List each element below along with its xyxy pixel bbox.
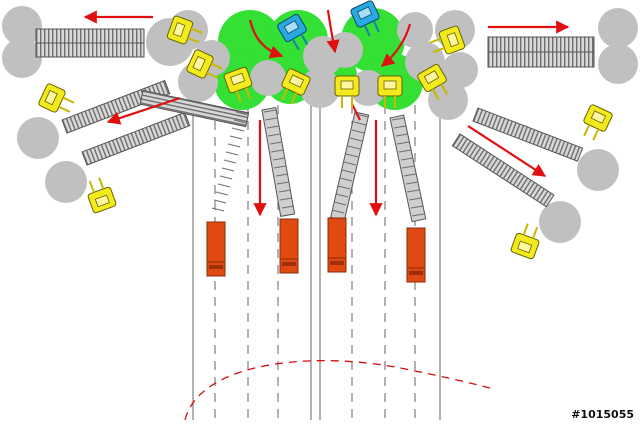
turning-path [184,359,491,421]
conveyor [389,114,427,223]
stockpile [598,8,638,48]
conveyor [139,89,250,128]
stockpiles [2,6,638,243]
loader-yellow [334,75,360,108]
stockpile [442,52,478,88]
conveyor [261,106,296,217]
flow-arrow [467,125,547,177]
loader-yellow [166,15,203,45]
truck [406,227,426,283]
loader-blue [277,13,309,51]
conveyor [472,107,584,162]
stockpile [17,117,59,159]
truck [206,221,226,277]
loader-yellow [429,25,466,55]
flow-arrow [248,19,284,59]
flow-arrow [106,96,181,125]
stockpile [2,6,42,46]
stockpile [45,161,87,203]
loader-yellow [87,177,117,214]
flow-arrow [351,103,361,121]
loader-blue [350,0,380,37]
loaders [38,0,613,260]
conveyor [81,111,191,166]
loader-yellow [417,63,449,101]
conveyor [330,111,370,221]
stockpile [539,201,581,243]
loader-yellow [223,66,253,103]
truck [327,217,347,273]
loader-yellow [38,83,75,113]
stockpile [250,60,286,96]
conveyor [451,133,555,208]
stockpile [2,38,42,78]
loader-yellow [510,223,540,260]
conveyor-rungs [211,109,425,217]
loader-yellow [377,75,403,108]
stockpile [428,80,468,120]
trucks [206,217,426,283]
conveyors [35,28,595,223]
stockpile [577,149,619,191]
flow-arrows [83,9,570,217]
stockpile [598,44,638,84]
loader-yellow [186,49,223,79]
loader-yellow [281,68,311,105]
loader-yellow [583,104,613,141]
stockpile [397,12,433,48]
truck [279,218,299,274]
flow-arrow [380,23,412,67]
flow-arrow [326,9,340,54]
image-id-label: #1015055 [571,408,634,421]
